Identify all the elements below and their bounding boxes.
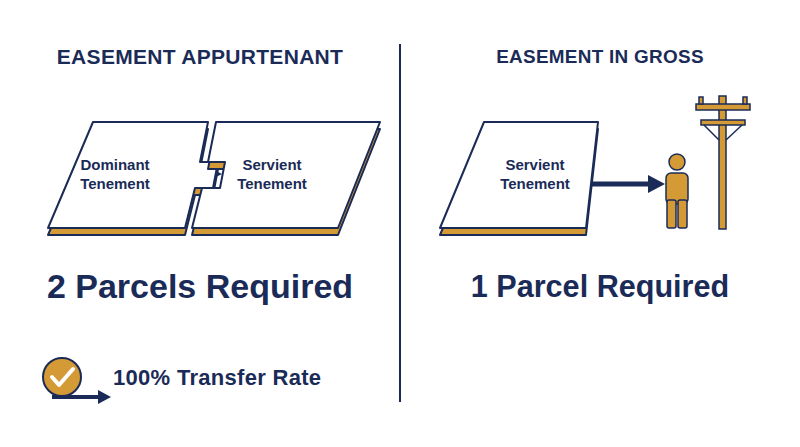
- panel-heading: EASEMENT APPURTENANT: [0, 44, 400, 70]
- parcel-label: Dominant Tenement: [70, 155, 160, 193]
- check-badge: [43, 358, 111, 404]
- panel-heading: EASEMENT IN GROSS: [400, 44, 800, 70]
- parcel-label: Servient Tenement: [495, 155, 575, 193]
- divider: [399, 44, 401, 402]
- transfer-rate: 100% Transfer Rate: [113, 364, 393, 392]
- parcel-count: 2 Parcels Required: [0, 265, 400, 308]
- servient-parcel: Servient Tenement: [440, 122, 600, 228]
- parcel-label: Servient Tenement: [232, 155, 312, 193]
- servient-parcel: Servient Tenement: [222, 122, 380, 228]
- grant-arrow: [592, 175, 665, 193]
- parcel-count: 1 Parcel Required: [400, 265, 800, 308]
- utility-pole: [696, 96, 750, 229]
- dominant-parcel: Dominant Tenement: [48, 122, 170, 228]
- person-icon: [666, 154, 688, 228]
